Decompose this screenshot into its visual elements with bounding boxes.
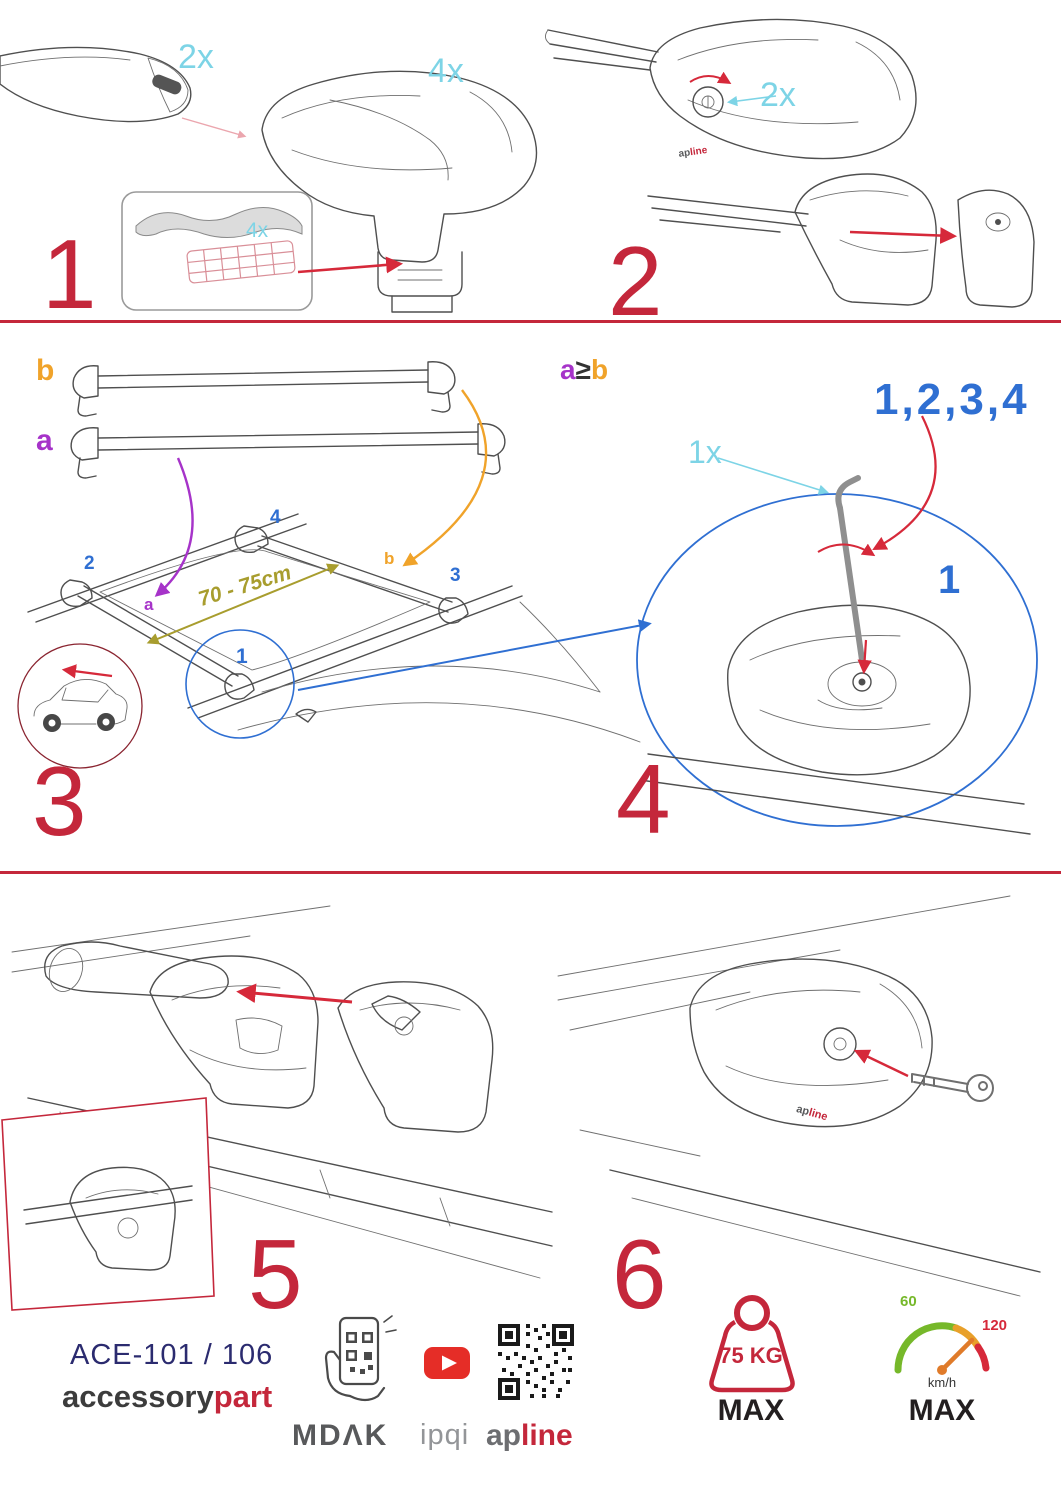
roof-foot-4-label: 4 [270, 507, 281, 528]
apline-gray: ap [486, 1419, 522, 1452]
red-arrow-key [853, 1049, 909, 1078]
step1-bar-qty: 2x [178, 38, 214, 76]
foot-with-lock-drawing [545, 18, 917, 160]
roof-foot-2-label: 2 [84, 553, 95, 574]
step4-key-qty: 1x [688, 434, 722, 470]
lock-cylinder-icon [823, 1027, 857, 1061]
blue-arrow-to-step4 [297, 619, 652, 691]
inset-saddle-cross-section [135, 207, 303, 238]
brand-logo: accessorypart [62, 1381, 272, 1412]
condition-operator: ≥ [575, 354, 591, 385]
assembled-foot-drawing [23, 1166, 193, 1271]
bar-b-drawing [72, 361, 456, 417]
step3-bar-a-label: a [36, 424, 53, 457]
condition-b: b [590, 354, 609, 385]
first-foot-label: 1 [938, 558, 961, 602]
zoom-ellipse [636, 493, 1038, 827]
cross-bar-drawing [0, 46, 192, 123]
step2-number: 2 [608, 226, 663, 336]
speed-high-label: 120 [982, 1317, 1008, 1334]
condition-a: a [560, 354, 576, 385]
weight-icon [709, 1295, 795, 1393]
wheel-hub [48, 719, 56, 727]
foot-brand-logo: apline [795, 1103, 829, 1124]
red-arrow-order [872, 415, 937, 551]
red-arrow-to-bolt [857, 639, 872, 675]
orange-arrow-bar-b [402, 389, 488, 567]
step1-foot-qty: 4x [428, 52, 464, 90]
ipqi-logo: ipqi [420, 1419, 470, 1451]
foot-brand-red: line [689, 144, 709, 159]
red-arrow-car-front [61, 664, 113, 679]
step1-number: 1 [42, 219, 97, 329]
antenna-fin [295, 708, 317, 723]
foot-brand-logo: apline [678, 144, 709, 160]
foot-tightening-drawing [639, 604, 1031, 835]
roof-bar-b-label: b [384, 549, 395, 568]
max-weight-value: 75 KG [719, 1343, 783, 1368]
mdak-logo: MDΛK [292, 1419, 389, 1452]
key-icon [911, 1073, 994, 1102]
cyan-arrow-to-key [717, 457, 829, 495]
bar-a-drawing [70, 423, 506, 479]
step3-illustration [17, 361, 652, 769]
bar-channel-slot [152, 74, 182, 95]
section-divider-1 [0, 320, 1061, 323]
purple-arrow-bar-a [154, 457, 194, 597]
red-rotate-arrow [817, 543, 876, 557]
section-divider-2 [0, 871, 1061, 874]
step6-number: 6 [612, 1219, 667, 1329]
car-wheel-rear [43, 714, 61, 732]
red-arrow-slide [236, 983, 353, 1004]
red-rotate-arrow [689, 71, 732, 85]
step2-lock-qty: 2x [760, 76, 796, 114]
foot-and-endcap-drawing [647, 173, 1035, 308]
allen-key-icon [835, 475, 865, 663]
pink-pointer-arrow [181, 117, 247, 139]
qr-code-icon [498, 1324, 574, 1400]
step4-number: 4 [616, 744, 671, 854]
clamp-bracket [377, 251, 463, 297]
foot-drawing [261, 70, 538, 313]
step1-pad-qty: 4x [246, 219, 269, 242]
speed-unit-label: km/h [927, 1375, 957, 1390]
car-wheel-front [97, 713, 115, 731]
assembled-inset-frame [1, 1097, 215, 1311]
max-weight-label: MAX [717, 1394, 785, 1427]
brand-part: part [213, 1379, 273, 1414]
car-icon [33, 679, 128, 725]
phone-qr-icon [324, 1315, 397, 1402]
roof-bar-a-label: a [144, 595, 154, 614]
speedometer-needle [939, 1337, 975, 1373]
roof-foot-1-label: 1 [236, 645, 248, 668]
model-number: ACE-101 / 106 [70, 1339, 274, 1371]
apline-red: line [521, 1419, 573, 1452]
foot-brand-red: line [807, 1106, 829, 1124]
length-condition: a≥b [560, 356, 608, 384]
roof-foot-3-label: 3 [450, 565, 461, 586]
youtube-icon [424, 1347, 470, 1379]
step3-number: 3 [32, 746, 87, 856]
apline-logo: apline [486, 1421, 573, 1451]
roof-top-view-drawing [27, 513, 641, 743]
wheel-hub [102, 718, 110, 726]
red-arrow-endcap [849, 227, 958, 244]
brand-accessory: accessory [62, 1379, 214, 1414]
max-speed-label: MAX [908, 1394, 976, 1427]
lock-cylinder-icon [692, 86, 724, 118]
tightening-order: 1,2,3,4 [874, 375, 1030, 424]
step5-number: 5 [248, 1219, 303, 1329]
detail-inset-box [121, 191, 313, 311]
speed-low-label: 60 [900, 1293, 917, 1310]
red-arrow-pad-to-clamp [297, 256, 404, 274]
distance-label: 70 - 75cm [195, 561, 294, 612]
rubber-pad-drawing [186, 240, 296, 284]
step3-bar-b-label: b [36, 354, 55, 387]
